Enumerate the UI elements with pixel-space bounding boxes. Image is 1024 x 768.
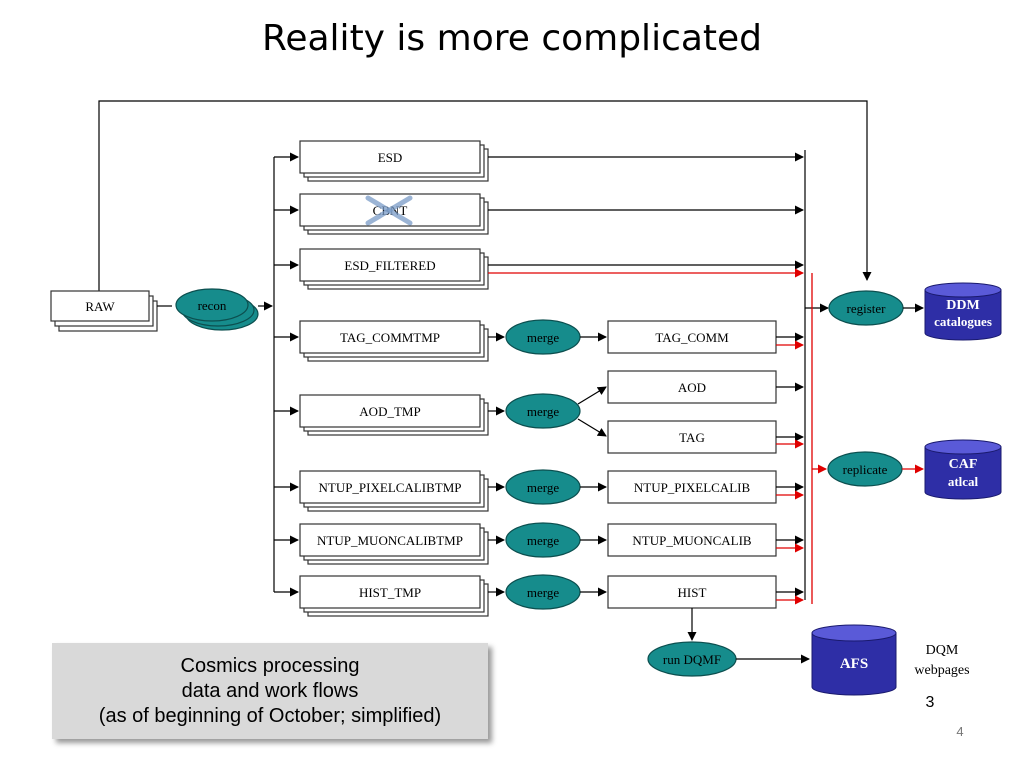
aod-label: AOD xyxy=(678,380,706,395)
tag-comm-label: TAG_COMM xyxy=(655,330,729,345)
merge-hist: merge xyxy=(505,574,581,610)
webpages-label: webpages xyxy=(914,663,969,678)
merge-label: merge xyxy=(527,480,559,495)
dqm-label: DQM xyxy=(926,643,959,658)
merge-pixelcalib: merge xyxy=(505,469,581,505)
ntup-muoncalibtmp-box: NTUP_MUONCALIBTMP xyxy=(299,523,489,565)
esd-label: ESD xyxy=(378,150,403,165)
merge-aod: merge xyxy=(505,393,581,429)
recon-label: recon xyxy=(198,298,227,313)
run-dqmf-label: run DQMF xyxy=(663,652,721,667)
ddm-catalogues-store: DDM catalogues xyxy=(924,282,1002,341)
tag-label: TAG xyxy=(679,430,705,445)
page-number: 4 xyxy=(956,724,964,739)
ntup-pixelcalib-box: NTUP_PIXELCALIB xyxy=(607,470,777,504)
ntup-muoncalibtmp-label: NTUP_MUONCALIBTMP xyxy=(317,533,463,548)
tag-box: TAG xyxy=(607,420,777,454)
caption-line-1: Cosmics processing xyxy=(180,654,360,677)
ddm-label: DDM xyxy=(946,298,979,313)
esd-box: ESD xyxy=(299,140,489,182)
caption-line-3: (as of beginning of October; simplified) xyxy=(98,704,442,727)
hist-label: HIST xyxy=(678,585,707,600)
merge-label: merge xyxy=(527,404,559,419)
replicate-label: replicate xyxy=(843,462,888,477)
hist-tmp-label: HIST_TMP xyxy=(359,585,421,600)
esd-filtered-box: ESD_FILTERED xyxy=(299,248,489,290)
merge-label: merge xyxy=(527,585,559,600)
slide-title: Reality is more complicated xyxy=(261,18,763,59)
esd-filtered-label: ESD_FILTERED xyxy=(344,258,435,273)
merge-tag-comm: merge xyxy=(505,319,581,355)
cbnt-cross-icon xyxy=(365,195,413,226)
caf-label: CAF xyxy=(949,457,978,472)
cbnt-box: CBNT xyxy=(299,193,489,235)
ntup-pixelcalibtmp-label: NTUP_PIXELCALIBTMP xyxy=(318,480,461,495)
side-number: 3 xyxy=(925,694,935,711)
aod-tmp-box: AOD_TMP xyxy=(299,394,489,436)
caption-line-2: data and work flows xyxy=(181,679,359,702)
replicate-process: replicate xyxy=(827,451,903,487)
aod-box: AOD xyxy=(607,370,777,404)
hist-box: HIST xyxy=(607,575,777,609)
caf-atlcal-store: CAF atlcal xyxy=(924,439,1002,500)
merge-label: merge xyxy=(527,330,559,345)
run-dqmf-process: run DQMF xyxy=(647,641,737,677)
ntup-pixelcalib-label: NTUP_PIXELCALIB xyxy=(634,480,751,495)
hist-tmp-box: HIST_TMP xyxy=(299,575,489,617)
tag-commtmp-box: TAG_COMMTMP xyxy=(299,320,489,362)
register-label: register xyxy=(847,301,887,316)
raw-label: RAW xyxy=(85,299,115,314)
ntup-pixelcalibtmp-box: NTUP_PIXELCALIBTMP xyxy=(299,470,489,512)
merge-label: merge xyxy=(527,533,559,548)
raw-box: RAW xyxy=(50,290,158,332)
afs-store: AFS xyxy=(811,624,897,696)
catalogues-label: catalogues xyxy=(934,314,992,329)
caption-box: Cosmics processing data and work flows (… xyxy=(52,643,488,739)
afs-label: AFS xyxy=(840,656,868,672)
merge-muoncalib: merge xyxy=(505,522,581,558)
recon-process: recon xyxy=(175,288,259,331)
replicate-flow-lines xyxy=(488,268,827,605)
ntup-muoncalib-box: NTUP_MUONCALIB xyxy=(607,523,777,557)
tag-commtmp-label: TAG_COMMTMP xyxy=(340,330,440,345)
aod-tmp-label: AOD_TMP xyxy=(359,404,420,419)
tag-comm-box: TAG_COMM xyxy=(607,320,777,354)
raw-to-register-line xyxy=(98,100,872,292)
ntup-muoncalib-label: NTUP_MUONCALIB xyxy=(632,533,752,548)
register-process: register xyxy=(828,290,904,326)
atlcal-label: atlcal xyxy=(948,474,979,489)
